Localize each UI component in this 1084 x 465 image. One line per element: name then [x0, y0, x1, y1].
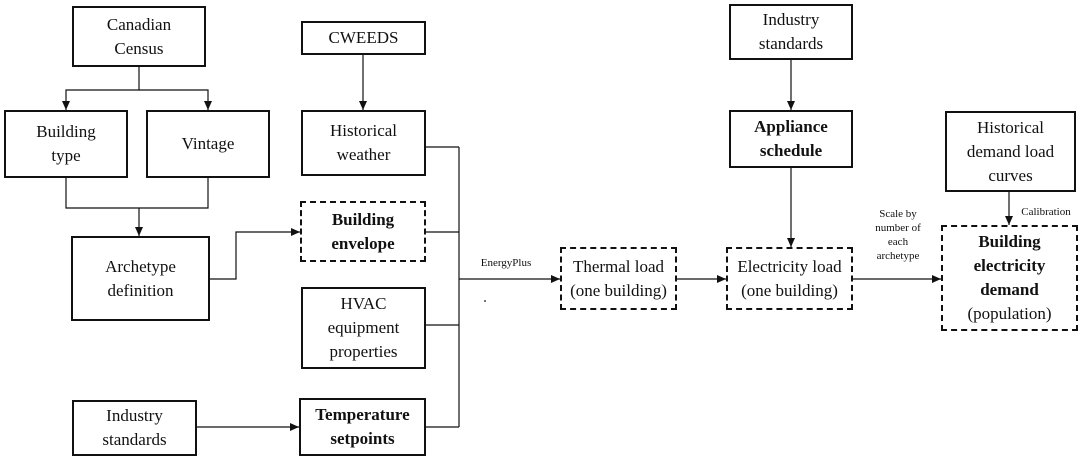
building-envelope-box: Building envelope — [300, 201, 426, 262]
historical-weather-label: Historical weather — [329, 121, 398, 164]
vintage-box: Vintage — [146, 110, 270, 178]
canadian-census-box: Canadian Census — [72, 6, 206, 67]
vintage-label: Vintage — [181, 134, 235, 153]
industry-standards-top-label: Industry standards — [758, 10, 824, 53]
thermal-load-label: Thermal load (one building) — [570, 256, 667, 300]
census-split-connector — [62, 67, 140, 110]
archetype-definition-label: Archetype definition — [105, 256, 176, 300]
archetype-definition-box: Archetype definition — [71, 236, 210, 321]
cweeds-box: CWEEDS — [301, 21, 426, 55]
building-envelope-label: Building envelope — [331, 209, 395, 253]
temperature-setpoints-box: Temperature setpoints — [299, 398, 426, 456]
building-type-label: Building type — [36, 122, 96, 165]
thermal-load-box: Thermal load (one building) — [560, 247, 677, 310]
historical-demand-box: Historical demand load curves — [945, 111, 1076, 192]
electricity-load-box: Electricity load (one building) — [726, 247, 853, 310]
historical-demand-label: Historical demand load curves — [966, 117, 1055, 185]
scale-by-edge-label: Scale by number of each archetype — [875, 208, 921, 262]
industry-standards-bottom-label: Industry standards — [102, 406, 167, 449]
appliance-schedule-label: Appliance schedule — [754, 117, 828, 160]
energyplus-edge-label: EnergyPlus — [480, 257, 532, 269]
industry-standards-top-box: Industry standards — [729, 4, 853, 60]
stray-dot — [484, 300, 486, 302]
cweeds-label: CWEEDS — [328, 28, 399, 47]
industry-standards-bottom-box: Industry standards — [72, 400, 197, 456]
calibration-edge-label: Calibration — [1021, 206, 1071, 218]
appliance-schedule-box: Appliance schedule — [729, 110, 853, 168]
hvac-equipment-label: HVAC equipment properties — [327, 294, 400, 361]
building-electricity-demand-box: Building electricity demand (population) — [941, 225, 1078, 331]
population-label: (population) — [967, 304, 1052, 323]
electricity-load-label: Electricity load (one building) — [737, 256, 842, 300]
canadian-census-label: Canadian Census — [106, 14, 172, 58]
archetype-to-envelope-connector — [210, 228, 300, 280]
building-type-box: Building type — [4, 110, 128, 178]
historical-weather-box: Historical weather — [301, 110, 426, 176]
temperature-setpoints-label: Temperature setpoints — [315, 405, 410, 448]
census-to-vintage-connector — [139, 89, 212, 110]
type-vintage-merge-connector — [65, 178, 209, 209]
hvac-equipment-box: HVAC equipment properties — [301, 287, 426, 369]
building-electricity-demand-label: Building electricity demand — [973, 232, 1046, 299]
